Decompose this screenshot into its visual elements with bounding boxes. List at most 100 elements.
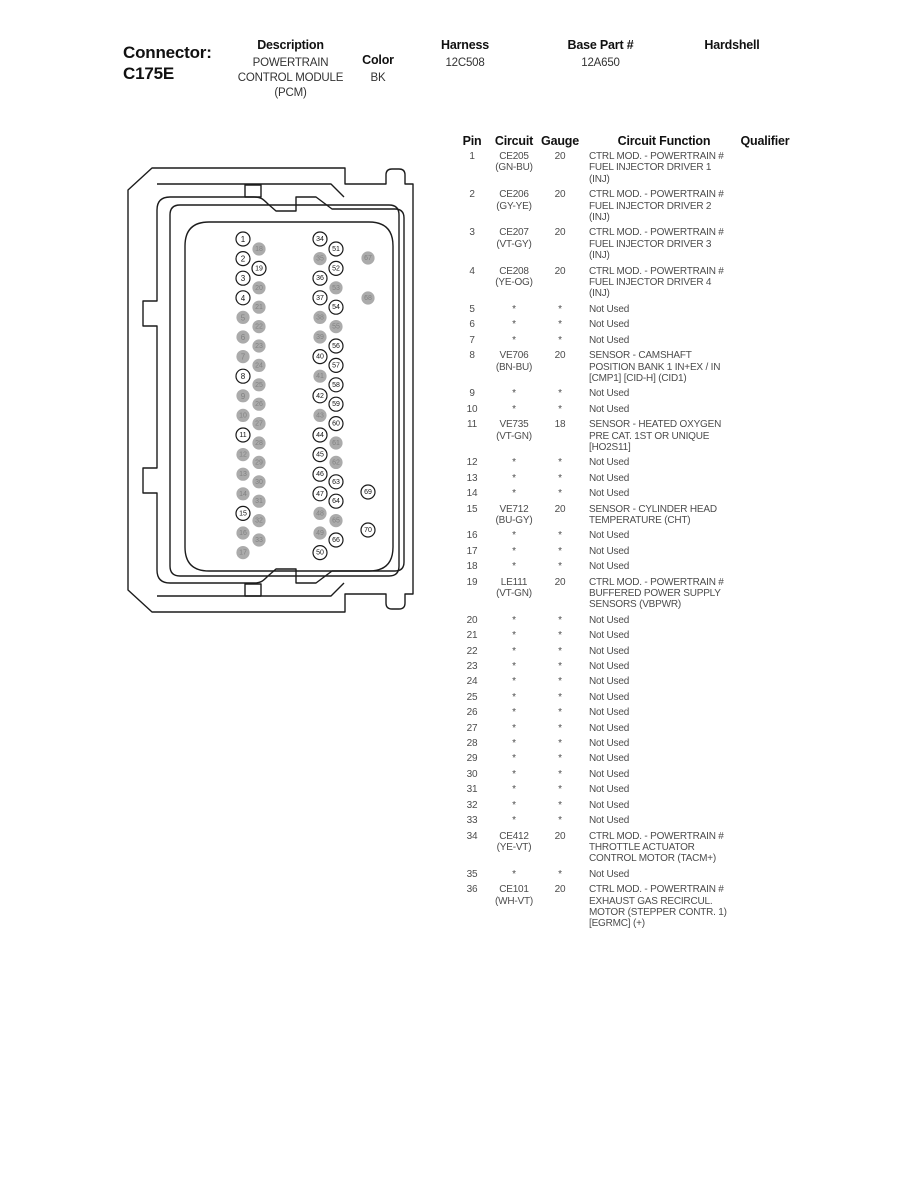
function-cell: Not Used	[589, 784, 739, 795]
table-row: 31**Not Used	[455, 784, 805, 795]
pin-35-number: 35	[316, 256, 324, 263]
pin-51-number: 51	[332, 246, 340, 253]
circuit-cell: *	[489, 676, 539, 687]
function-cell-line: FUEL INJECTOR DRIVER 2	[589, 200, 712, 212]
function-cell-line: POSITION BANK 1 IN+EX / IN	[589, 361, 721, 373]
function-cell-line: [CMP1] [CID-H] (CID1)	[589, 372, 687, 384]
pin-49-unused	[313, 526, 327, 540]
pin-cell: 12	[455, 457, 489, 468]
pin-cell: 25	[455, 692, 489, 703]
housing-inner-top-line	[157, 183, 345, 198]
pin-27-number: 27	[255, 421, 263, 428]
pin-cell: 9	[455, 388, 489, 399]
pin-cell-line: 1	[469, 151, 475, 162]
circuit-cell: *	[489, 488, 539, 499]
circuit-cell-line: CE206	[499, 189, 529, 201]
pin-cell: 6	[455, 319, 489, 330]
pin-32-number: 32	[255, 518, 263, 525]
circuit-cell-line: CE412	[499, 830, 529, 842]
pin-23-unused	[252, 339, 266, 353]
function-cell-line: (INJ)	[589, 212, 610, 224]
pin-1-number: 1	[241, 235, 246, 244]
circuit-cell-line: LE111	[500, 576, 528, 588]
pin-7-number: 7	[241, 353, 246, 362]
pin-cell-line: 10	[466, 403, 478, 415]
function-cell-line: CTRL MOD. - POWERTRAIN #	[589, 576, 724, 588]
function-cell: Not Used	[589, 815, 739, 826]
gauge-cell: *	[539, 784, 581, 795]
pin-cell-line: 3	[469, 227, 475, 239]
gauge-cell: *	[539, 707, 581, 718]
table-row: 29**Not Used	[455, 753, 805, 764]
function-cell: Not Used	[589, 304, 739, 315]
pin-6-unused	[236, 330, 250, 344]
circuit-cell-line: (YE-OG)	[495, 277, 533, 289]
gauge-cell: *	[539, 769, 581, 780]
function-cell-line: EXHAUST GAS RECIRCUL.	[589, 895, 713, 907]
pin-cell: 30	[455, 769, 489, 780]
table-header-row: Pin Circuit Gauge Circuit Function Quali…	[455, 134, 805, 148]
function-cell-line: Not Used	[589, 799, 630, 811]
gauge-cell-line: 20	[554, 576, 566, 588]
circuit-cell: *	[489, 800, 539, 811]
gauge-cell: *	[539, 530, 581, 541]
gauge-cell: *	[539, 800, 581, 811]
pin-14-number: 14	[239, 491, 247, 498]
pin-15-used	[235, 505, 251, 522]
gauge-cell-line: *	[558, 738, 562, 750]
table-row: 27**Not Used	[455, 723, 805, 734]
circuit-cell: *	[489, 769, 539, 780]
circuit-cell-line: VE735	[499, 419, 529, 431]
pin-cell: 31	[455, 784, 489, 795]
circuit-cell: CE101(WH-VT)	[489, 884, 539, 907]
function-cell: Not Used	[589, 457, 739, 468]
pin-cell: 26	[455, 707, 489, 718]
gauge-cell-line: *	[558, 784, 562, 796]
pin-54-used	[328, 299, 344, 315]
circuit-cell-line: *	[512, 614, 516, 626]
pin-cell-line: 8	[469, 350, 475, 362]
description-value: POWERTRAIN CONTROL MODULE (PCM)	[237, 57, 344, 99]
pin-cell: 27	[455, 723, 489, 734]
pin-cell: 29	[455, 753, 489, 764]
pin-17-unused	[236, 546, 250, 560]
function-cell-line: SENSORS (VBPWR)	[589, 599, 682, 611]
circuit-cell-line: *	[512, 403, 516, 415]
pin-cell: 22	[455, 646, 489, 657]
pin-cell-line: 14	[466, 488, 478, 500]
pin-47-used	[312, 486, 328, 502]
circuit-cell-line: *	[512, 472, 516, 484]
function-cell: Not Used	[589, 488, 739, 499]
pin-62-unused	[329, 455, 343, 469]
function-cell-line: Not Used	[589, 815, 630, 827]
circuit-cell: *	[489, 738, 539, 749]
gauge-cell: *	[539, 646, 581, 657]
pin-cell: 36	[455, 884, 489, 895]
pin-3-used	[235, 270, 251, 286]
pin-53-number: 53	[332, 285, 340, 292]
pin-34-used	[312, 231, 328, 247]
function-cell-line: (INJ)	[589, 173, 610, 185]
pin-46-number: 46	[316, 471, 324, 478]
circuit-cell-line: *	[512, 868, 516, 880]
pin-cell: 13	[455, 473, 489, 484]
gauge-cell-line: *	[558, 530, 562, 542]
circuit-cell-line: CE208	[499, 265, 529, 277]
gauge-cell-line: *	[558, 676, 562, 688]
gauge-cell: *	[539, 335, 581, 346]
gauge-cell: 20	[539, 577, 581, 588]
function-cell: CTRL MOD. - POWERTRAIN #FUEL INJECTOR DR…	[589, 266, 739, 300]
gauge-cell-line: *	[558, 799, 562, 811]
index-tick-bottom	[244, 583, 262, 597]
pin-56-used	[328, 338, 344, 354]
circuit-cell-line: (VT-GY)	[496, 238, 532, 250]
function-cell: Not Used	[589, 769, 739, 780]
pin-cell-line: 28	[466, 738, 478, 750]
pin-cell: 10	[455, 404, 489, 415]
function-cell-line: Not Used	[589, 707, 630, 719]
function-cell: Not Used	[589, 661, 739, 672]
